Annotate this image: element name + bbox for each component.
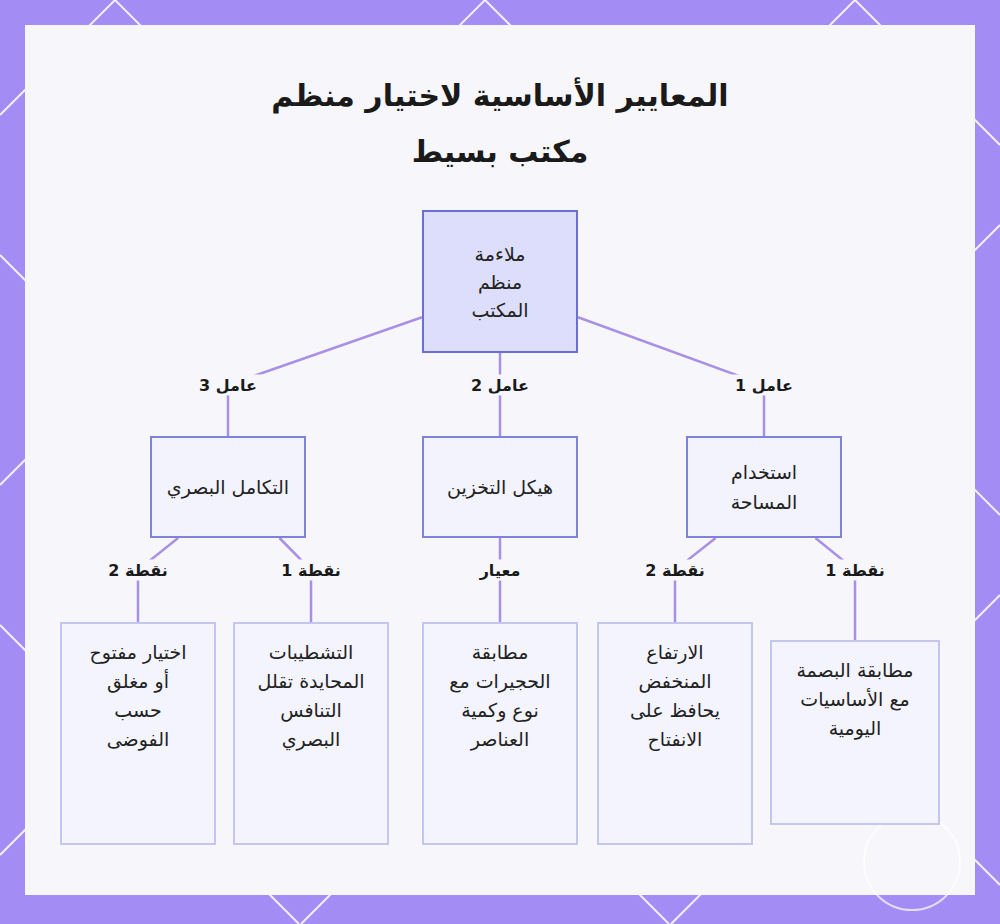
edge-label: عامل 1 (730, 375, 798, 396)
edge-label: نقطة 2 (640, 560, 710, 581)
factor-box: استخدام المساحة (686, 436, 842, 538)
edge-label: نقطة 1 (820, 560, 890, 581)
connector-line (815, 538, 855, 640)
node-text: الارتفاع المنخفض يحافظ على الانفتاح (621, 638, 729, 754)
edge-label: نقطة 2 (103, 560, 173, 581)
node-text: مطابقة الحجيرات مع نوع وكمية العناصر (446, 638, 554, 754)
node-text: التكامل البصري (164, 472, 292, 502)
node-text: مطابقة البصمة مع الأساسيات اليومية (794, 656, 916, 743)
node-text: ملاءمة منظم المكتب (454, 240, 546, 324)
root-box: ملاءمة منظم المكتب (422, 210, 578, 353)
node-text: هيكل التخزين (436, 472, 564, 502)
criterion-box: التشطيبات المحايدة تقلل التنافس البصري (233, 622, 389, 845)
edge-label: عامل 2 (466, 375, 534, 396)
criterion-box: اختيار مفتوح أو مغلق حسب الفوضى (60, 622, 216, 845)
criterion-box: الارتفاع المنخفض يحافظ على الانفتاح (597, 622, 753, 845)
criterion-box: مطابقة البصمة مع الأساسيات اليومية (770, 640, 940, 825)
diagram-title: المعايير الأساسية لاختيار منظم مكتب بسيط (250, 68, 750, 180)
node-text: التشطيبات المحايدة تقلل التنافس البصري (257, 638, 365, 754)
factor-box: التكامل البصري (150, 436, 306, 538)
edge-label: نقطة 1 (276, 560, 346, 581)
logo-circle (864, 814, 960, 910)
criterion-box: مطابقة الحجيرات مع نوع وكمية العناصر (422, 622, 578, 845)
node-text: استخدام المساحة (700, 457, 828, 517)
factor-box: هيكل التخزين (422, 436, 578, 538)
edge-label: معيار (475, 560, 526, 581)
edge-label: عامل 3 (194, 375, 262, 396)
node-text: اختيار مفتوح أو مغلق حسب الفوضى (84, 638, 192, 754)
